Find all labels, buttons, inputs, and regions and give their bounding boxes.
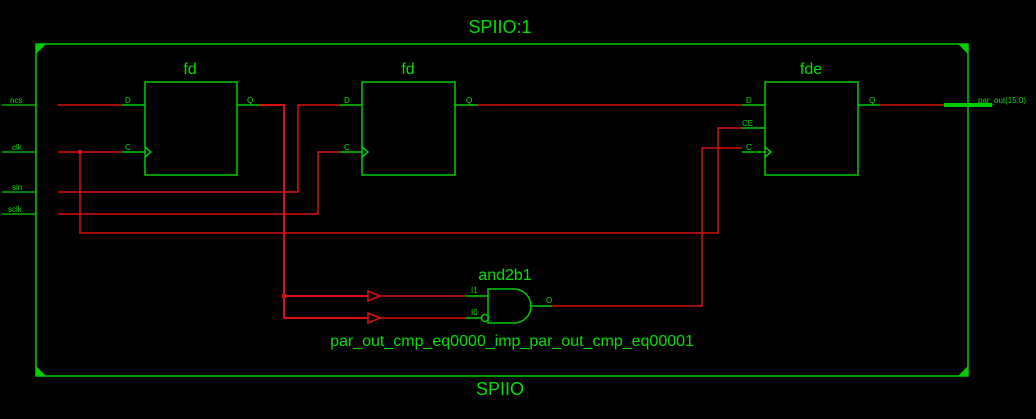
cell-and2b1-pin-i1: I1 [471,286,478,295]
port-label-par-out: par_out(15:0) [978,96,1026,105]
cell-and2b1-pin-i0: I0 [471,308,478,317]
cell-fd-2-pin-d: D [344,96,350,105]
buffer-triangle-icon-2 [367,311,382,325]
cell-and2b1-type: and2b1 [478,267,531,284]
cell-fd-2-pin-q: Q [466,96,472,105]
cell-fd-1-clock-icon [144,146,153,158]
cell-and2b1[interactable]: and2b1 I1 I0 O par_out_cmp_eq0000_imp_pa… [330,267,694,350]
cell-fde-body[interactable] [764,81,859,176]
cell-and2b1-instance-name: par_out_cmp_eq0000_imp_par_out_cmp_eq000… [330,333,694,350]
and-gate-icon[interactable] [487,288,532,324]
module-instance-name: SPIIO:1 [468,17,531,37]
cell-fd-2[interactable]: fd D C Q [340,61,478,176]
cell-fd-1[interactable]: fd D C Q [122,61,260,176]
cell-fde[interactable]: fde D CE C Q [742,61,880,176]
cell-fd-2-body[interactable] [361,81,456,176]
cell-fde-pin-d: D [746,96,752,105]
port-label-clk: clk [12,143,23,152]
net-clk-ce[interactable] [79,127,742,234]
net-sclk[interactable] [58,151,340,215]
cell-fd-2-pin-c: C [344,143,350,152]
cell-fd-1-type: fd [183,61,196,78]
port-label-ncs: ncs [10,96,22,105]
cell-fde-pin-ce: CE [742,119,753,128]
corner-mark-tl [36,44,46,54]
cell-and2b1-pin-o: O [546,296,552,305]
cell-fd-1-pin-q: Q [247,96,253,105]
cell-fd-2-type: fd [401,61,414,78]
cell-fd-1-body[interactable] [144,81,238,176]
cell-fd-1-pin-d: D [125,96,131,105]
cell-fde-clock-icon [764,146,773,158]
net-fd1-q[interactable] [260,104,368,319]
cell-fde-pin-c: C [746,143,752,152]
nets [58,104,944,319]
port-label-sin: sin [12,183,22,192]
port-label-sclk: sclk [8,205,23,214]
cell-fd-1-pin-c: C [125,143,131,152]
net-sin[interactable] [58,104,340,193]
buffer-triangle-icon-1 [367,289,382,303]
cell-fd-2-clock-icon [361,146,370,158]
corner-mark-br [958,366,968,376]
cell-fde-type: fde [800,61,822,78]
net-and-o[interactable] [552,147,742,307]
junction-fd1-q [282,294,286,298]
module-boundary[interactable] [35,43,969,377]
corner-mark-bl [36,366,46,376]
junction-clk [78,150,82,154]
module-type-name: SPIIO [476,379,524,399]
cell-fde-pin-q: Q [869,96,875,105]
corner-mark-tr [958,44,968,54]
